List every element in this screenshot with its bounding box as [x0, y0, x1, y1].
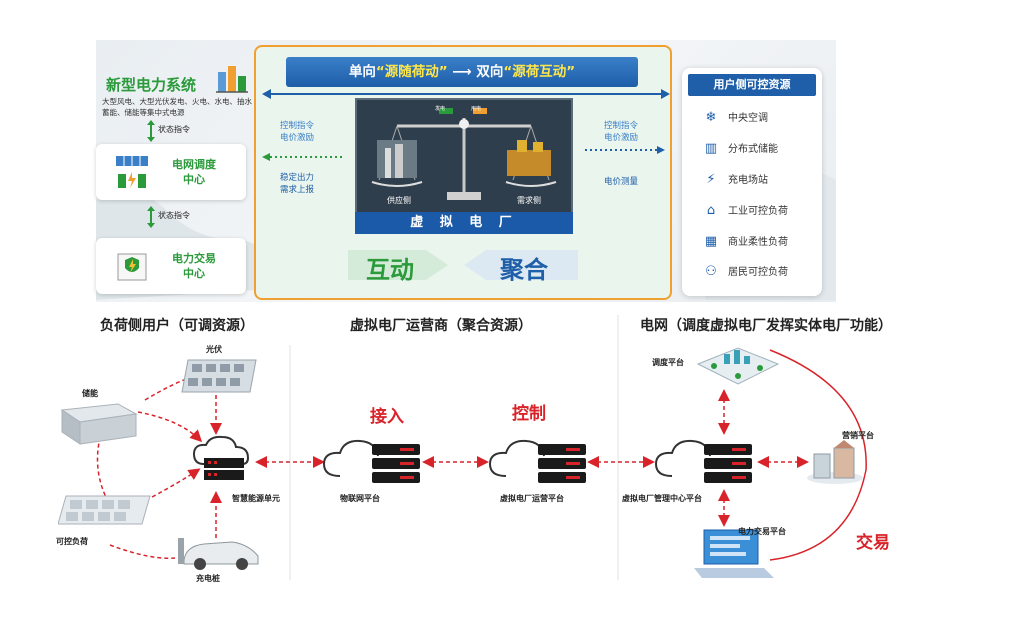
battery-storage-icon: ▥ [704, 141, 718, 156]
iot-server-icon [322, 439, 420, 483]
smart-energy-unit-label: 智慧能源单元 [232, 494, 280, 503]
section-grid-title: 电网（调度虚拟电厂发挥实体电厂功能） [640, 318, 892, 334]
section-operator-title: 虚拟电厂运营商（聚合资源） [350, 318, 532, 334]
trading-computer-icon [694, 529, 774, 578]
iot-platform-label: 物联网平台 [340, 494, 380, 503]
resource-item-industrial: ⌂ 工业可控负荷 [702, 201, 788, 223]
banner-part2: 双向 [476, 64, 504, 80]
resource-item-ac: ❄ 中央空调 [702, 108, 768, 130]
banner-part1: 单向 [348, 64, 376, 80]
dispatch-platform-icon [696, 347, 780, 385]
resource-label: 工业可控负荷 [728, 206, 788, 217]
power-system-panel: 新型电力系统 大型风电、大型光伏发电、火电、水电、抽水蓄能、储能等集中式电源 状… [96, 42, 256, 302]
resource-label: 居民可控负荷 [728, 267, 788, 278]
user-resources-title: 用户侧可控资源 [688, 74, 816, 96]
control-label: 控制 [512, 404, 546, 424]
left-control-text: 控制指令 电价激励 [280, 121, 315, 143]
vpp-mgmt-center-label: 虚拟电厂管理中心平台 [622, 494, 702, 503]
scale-right-tag: 用电 [471, 106, 482, 112]
power-plant-icon [216, 66, 248, 93]
bidirectional-arrow [262, 89, 670, 99]
solar-battery-icon [116, 156, 148, 188]
left-report-text: 稳定出力 需求上报 [280, 173, 315, 195]
demand-side-label: 需求侧 [517, 196, 541, 205]
residents-icon: ⚇ [705, 264, 717, 279]
pv-panel-icon [181, 359, 257, 393]
resource-label: 商业柔性负荷 [728, 237, 788, 248]
balance-scale-icon [371, 108, 557, 200]
resource-item-storage: ▥ 分布式储能 [702, 139, 778, 161]
management-server-icon [654, 439, 752, 483]
right-control-text: 控制指令 电价激励 [604, 121, 639, 143]
storage-icon [60, 403, 138, 445]
trading-center-label: 电力交易 中心 [172, 252, 216, 280]
interact-aggregate-arrows [348, 250, 578, 280]
smart-energy-unit-icon [192, 435, 250, 480]
supply-side-label: 供应侧 [387, 196, 411, 205]
mode-banner: 单向“源随荷动” ⟶ 双向“源荷互动” [286, 57, 638, 87]
marketing-building-icon [807, 440, 863, 484]
charging-station-icon: ⚡ [706, 172, 716, 187]
resource-item-commercial: ▦ 商业柔性负荷 [702, 232, 788, 254]
power-system-title: 新型电力系统 [106, 76, 197, 94]
interact-text: 互动 [366, 255, 414, 284]
trade-label: 交易 [856, 533, 890, 553]
resource-label: 中央空调 [728, 113, 768, 124]
scale-left-tag: 发电 [435, 106, 446, 112]
vpp-label: 虚 拟 电 厂 [355, 212, 573, 234]
banner-quote1: “源随荷动” [375, 64, 448, 80]
building-icon: ▦ [704, 234, 718, 249]
user-resources-panel [682, 68, 822, 296]
marketing-platform-label: 营销平台 [842, 431, 874, 440]
aggregate-text: 聚合 [500, 255, 548, 284]
resource-item-residential: ⚇ 居民可控负荷 [702, 262, 788, 284]
controllable-load-icon [58, 495, 151, 525]
updown-arrow-icon [147, 206, 155, 228]
controllable-load-label: 可控负荷 [56, 537, 88, 546]
snowflake-icon: ❄ [705, 110, 717, 125]
status-command-label-1: 状态指令 [158, 125, 190, 134]
power-system-description: 大型风电、大型光伏发电、火电、水电、抽水蓄能、储能等集中式电源 [102, 97, 252, 117]
dispatch-center-box: 电网调度 中心 [96, 144, 246, 200]
ev-car-icon [178, 538, 259, 570]
banner-arrow-icon: ⟶ [452, 64, 472, 80]
vpp-operator-platform-label: 虚拟电厂运营平台 [500, 494, 564, 503]
resource-item-charging: ⚡ 充电场站 [702, 170, 768, 192]
factory-icon: ⌂ [706, 203, 716, 218]
price-measure-text: 电价测量 [604, 177, 639, 187]
storage-label: 储能 [82, 389, 98, 398]
dotted-arrow-left [262, 153, 342, 161]
status-command-label-2: 状态指令 [158, 211, 190, 220]
banner-quote2: “源荷互动” [503, 64, 576, 80]
dispatch-center-label: 电网调度 中心 [172, 158, 216, 186]
dotted-arrow-right [585, 146, 665, 154]
operator-server-icon [488, 439, 586, 483]
updown-arrow-icon [147, 120, 155, 142]
resource-label: 分布式储能 [728, 144, 778, 155]
trading-center-box: 电力交易 中心 [96, 238, 246, 294]
resource-label: 充电场站 [728, 175, 768, 186]
vpp-scale-illustration: 供应侧 需求侧 发电 用电 [355, 98, 573, 233]
trading-platform-label: 电力交易平台 [738, 527, 786, 536]
access-label: 接入 [370, 407, 404, 427]
charging-pile-label: 充电桩 [196, 574, 220, 583]
pv-label: 光伏 [206, 345, 222, 354]
shield-bolt-icon [117, 253, 147, 281]
dispatch-platform-label: 调度平台 [652, 358, 684, 367]
section-load-title: 负荷侧用户（可调资源） [100, 318, 254, 334]
